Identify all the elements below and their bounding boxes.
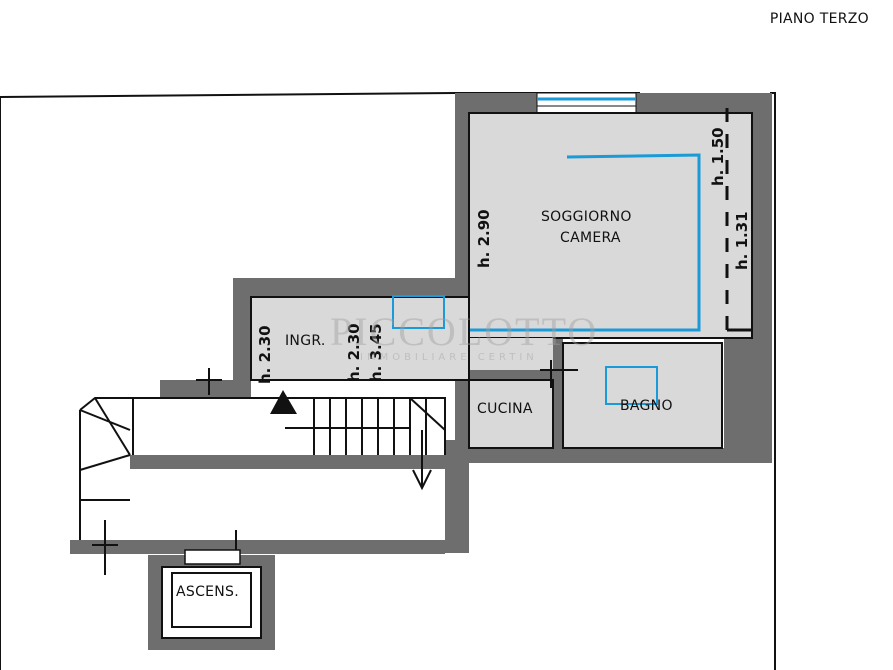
floor-title: PIANO TERZO — [769, 11, 869, 27]
height-soggiorno-low: h. 1.31 — [733, 211, 751, 270]
room-label-camera: CAMERA — [560, 230, 621, 246]
height-soggiorno-top: h. 1.50 — [709, 127, 727, 186]
watermark-logo: PICCOLOTTO — [330, 309, 599, 354]
cucina-room — [468, 379, 554, 449]
staircase — [79, 397, 446, 540]
height-soggiorno-left: h. 2.90 — [475, 209, 493, 268]
blue-accents — [392, 153, 701, 405]
room-label-cucina: CUCINA — [477, 401, 533, 417]
soggiorno-lower — [469, 338, 553, 370]
room-fills — [250, 112, 753, 449]
room-label-ingresso: INGR. — [285, 333, 326, 349]
height-ingresso: h. 2.30 — [256, 325, 274, 384]
window — [536, 92, 637, 114]
apartment-walls — [70, 93, 772, 554]
room-label-ascensore: ASCENS. — [176, 584, 239, 600]
room-label-bagno: BAGNO — [620, 398, 673, 414]
elevator — [148, 549, 275, 650]
soggiorno-room — [468, 112, 753, 339]
bagno-room — [562, 342, 723, 449]
watermark-subtitle: IMMOBILIARE CERTIN — [360, 352, 538, 363]
ingresso-room — [250, 296, 470, 381]
slope-markers — [725, 108, 752, 332]
room-label-soggiorno: SOGGIORNO — [541, 209, 632, 225]
entrance-arrow — [270, 390, 297, 414]
